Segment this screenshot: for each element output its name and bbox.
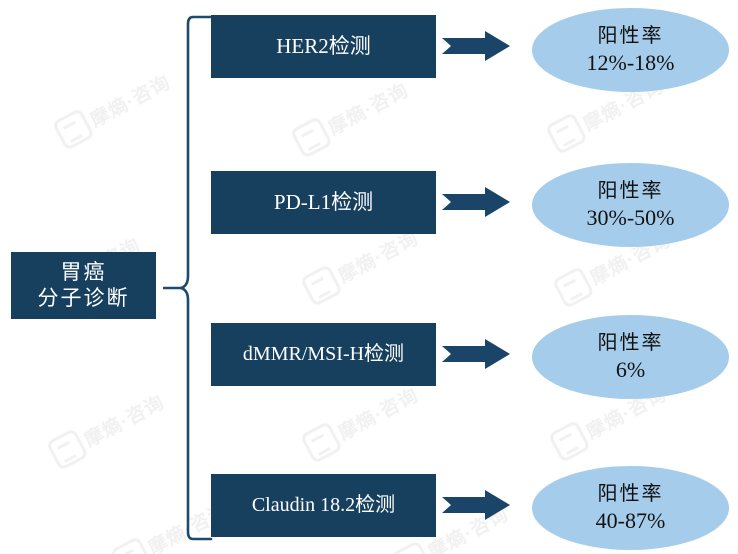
watermark-text: 摩熵·咨询: [335, 384, 422, 445]
watermark-text: 摩熵·咨询: [81, 391, 168, 452]
watermark-logo-icon: [299, 263, 343, 308]
watermark-logo-icon: [109, 535, 153, 554]
result-title: 阳性率: [597, 24, 664, 47]
branch-node-dmmr-msi-h[interactable]: dMMR/MSI-H检测: [211, 323, 436, 386]
result-bubble-claudin-18-2[interactable]: 阳性率 40-87%: [532, 466, 729, 550]
result-value: 40-87%: [595, 507, 666, 533]
watermark-logo-icon: [551, 265, 595, 310]
left-pointing-curly-brace-icon: [163, 15, 213, 541]
watermark: 摩熵·咨询: [299, 378, 424, 465]
result-title: 阳性率: [597, 331, 664, 354]
result-value: 6%: [615, 356, 646, 382]
watermark: 摩熵·咨询: [289, 73, 414, 160]
watermark: 摩熵·咨询: [45, 385, 170, 472]
result-value: 30%-50%: [586, 204, 675, 230]
result-bubble-her2[interactable]: 阳性率 12%-18%: [532, 8, 729, 92]
result-bubble-dmmr-msi-h[interactable]: 阳性率 6%: [532, 315, 729, 399]
root-node-label-line2: 分子诊断: [37, 285, 130, 310]
right-block-arrow-icon: [442, 490, 510, 520]
result-title: 阳性率: [597, 179, 664, 202]
branch-node-her2[interactable]: HER2检测: [211, 15, 436, 78]
result-bubble-pd-l1[interactable]: 阳性率 30%-50%: [532, 163, 729, 247]
watermark-logo-icon: [45, 427, 89, 472]
branch-node-label: HER2检测: [276, 33, 371, 58]
root-node-gastric-cancer-molecular-diagnosis[interactable]: 胃癌 分子诊断: [11, 252, 156, 319]
root-node-label: 胃癌 分子诊断: [38, 260, 130, 311]
watermark-logo-icon: [389, 539, 433, 554]
right-block-arrow-icon: [442, 339, 510, 369]
watermark: 摩熵·咨询: [51, 65, 176, 152]
branch-node-label: dMMR/MSI-H检测: [242, 343, 405, 366]
watermark-text: 摩熵·咨询: [325, 79, 412, 140]
result-value: 12%-18%: [586, 49, 675, 75]
watermark-text: 摩熵·咨询: [87, 71, 174, 132]
watermark-logo-icon: [289, 115, 333, 160]
root-node-label-line1: 胃癌: [60, 259, 107, 284]
watermark-logo-icon: [544, 111, 588, 156]
result-title: 阳性率: [597, 482, 664, 505]
watermark-logo-icon: [547, 419, 591, 464]
right-block-arrow-icon: [442, 187, 510, 217]
branch-node-label: Claudin 18.2检测: [251, 494, 396, 517]
right-block-arrow-icon: [442, 31, 510, 61]
branch-node-pd-l1[interactable]: PD-L1检测: [211, 171, 436, 234]
branch-node-claudin-18-2[interactable]: Claudin 18.2检测: [211, 474, 436, 537]
watermark-logo-icon: [51, 107, 95, 152]
watermark-logo-icon: [299, 420, 343, 465]
branch-node-label: PD-L1检测: [273, 189, 374, 214]
